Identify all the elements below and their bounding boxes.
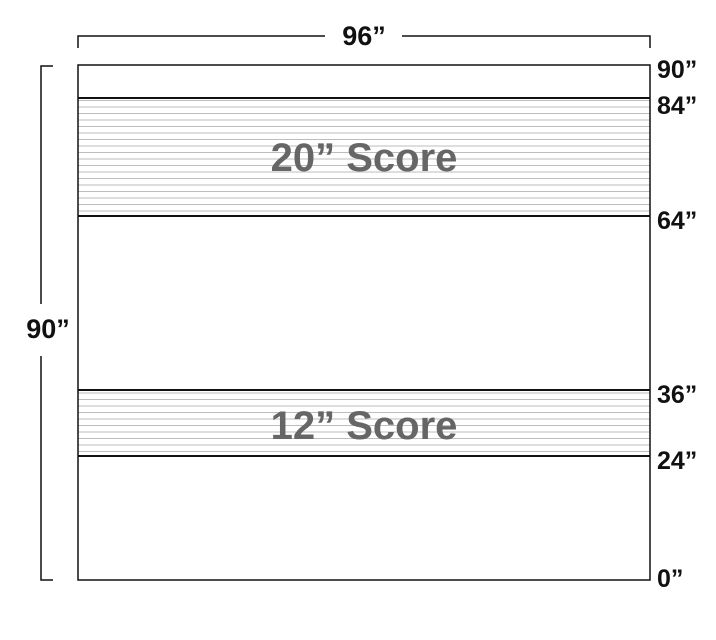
height-label: 90”: [26, 314, 70, 344]
width-bracket-left: [77, 35, 325, 48]
width-bracket-right: [402, 35, 651, 48]
tick-label-36: 36”: [657, 381, 697, 409]
tick-label-90: 90”: [657, 56, 697, 84]
width-dimension: 96”: [77, 21, 651, 51]
tick-label-24: 24”: [657, 447, 697, 475]
width-label: 96”: [342, 21, 386, 51]
tick-labels: 90” 84” 64” 36” 24” 0”: [657, 56, 697, 593]
score-band-20: [78, 98, 650, 216]
tick-label-84: 84”: [657, 92, 697, 120]
height-dimension: 90”: [26, 65, 70, 581]
score-label-12: 12” Score: [271, 404, 458, 448]
tick-label-64: 64”: [657, 207, 697, 235]
tick-label-0: 0”: [657, 565, 683, 593]
score-band-12: [78, 390, 650, 456]
score-label-20: 20” Score: [271, 136, 458, 180]
panel-outline: [77, 64, 651, 581]
height-bracket-bottom: [40, 356, 53, 581]
height-bracket-top: [40, 65, 53, 304]
panel: 20” Score 12” Score: [77, 64, 651, 581]
